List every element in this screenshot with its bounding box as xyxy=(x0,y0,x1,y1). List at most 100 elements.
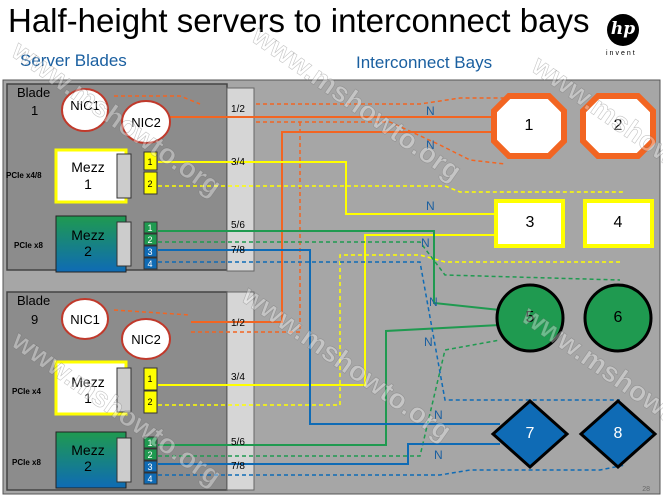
n-label: N xyxy=(424,335,433,349)
bay-2-label: 2 xyxy=(614,117,623,134)
blade-9-mezz1-port1-label: 1 xyxy=(147,374,152,384)
line-b9-nic-bay1 xyxy=(191,131,500,323)
bay-4 xyxy=(583,199,654,248)
line-b9-mezz2-bay7 xyxy=(158,443,500,465)
bay-6 xyxy=(583,283,653,353)
bay-8-label: 8 xyxy=(614,425,623,442)
blade-1-number: 1 xyxy=(31,103,38,118)
line-b9-mezz1-bay4-dash xyxy=(158,254,620,406)
hp-logo: hp invent xyxy=(604,14,652,60)
blade-9-mezz2-connector xyxy=(116,437,132,483)
blade-1-mezz2-connector xyxy=(116,221,132,267)
blade-1-mezz1-port1-label: 1 xyxy=(147,157,152,167)
bay-5-label: 5 xyxy=(526,309,535,326)
blade-9-mezz2-port4 xyxy=(143,472,158,485)
blade-9-mezz1-port2-label: 2 xyxy=(147,397,152,407)
blade-9-mezz1 xyxy=(54,360,128,416)
bay-4-label: 4 xyxy=(614,214,623,231)
bay-7-label: 7 xyxy=(526,425,535,442)
midplane-label: 5/6 xyxy=(231,437,245,448)
blade-9-number: 9 xyxy=(31,312,38,327)
blade-1-pcie-mezz2: PCIe x8 xyxy=(14,241,43,250)
blade-9-mezz2-port3-label: 3 xyxy=(147,462,152,472)
blade-9-mezz1-connector xyxy=(116,367,132,413)
blade-1-mezz2-port4 xyxy=(143,257,158,270)
blade-1-mezz2-number: 2 xyxy=(84,243,92,259)
blade-1-mezz1-connector xyxy=(116,153,132,199)
line-b9-mezz2-bay8-dash xyxy=(158,464,626,476)
bay-7 xyxy=(490,398,570,470)
blade-1-nic2-label: NIC2 xyxy=(131,115,161,130)
line-b1-mezz2-bay5 xyxy=(158,230,501,311)
blade-9-mezz2 xyxy=(55,431,127,489)
n-label: N xyxy=(434,448,443,462)
line-b1-mezz1-bay4-dash xyxy=(158,185,625,193)
blade-9-mezz1-port1 xyxy=(143,367,158,391)
midplane-label: 3/4 xyxy=(231,372,245,383)
page-number: 28 xyxy=(642,486,650,493)
line-b1-mezz2-bay7 xyxy=(158,249,500,425)
blade-9-mezz2-port2-label: 2 xyxy=(147,450,152,460)
page-title: Half-height servers to interconnect bays xyxy=(8,2,590,39)
blade-9-nic1-label: NIC1 xyxy=(70,312,100,327)
line-b1-mezz2-bay8-dash xyxy=(158,261,620,401)
blade-1-mezz2-port3-label: 3 xyxy=(147,247,152,257)
blade-9-mezz2-label: Mezz xyxy=(71,442,104,458)
midplane-label: 1/2 xyxy=(231,318,245,329)
midplane-top xyxy=(226,87,255,272)
blade-9-nic2 xyxy=(121,318,171,360)
blade-1-nic1 xyxy=(61,88,109,132)
blade-1-mezz1 xyxy=(54,148,128,204)
n-label: N xyxy=(421,236,430,250)
blade-1-mezz2-label: Mezz xyxy=(71,227,104,243)
blade-9-mezz1-label: Mezz xyxy=(71,374,104,390)
line-b1-nic1-dash xyxy=(114,95,201,105)
midplane-label: 3/4 xyxy=(231,157,245,168)
midplane-label: 5/6 xyxy=(231,220,245,231)
line-b1-mezz2-bay6-dash xyxy=(158,241,621,281)
blade-9-mezz2-port4-label: 4 xyxy=(147,474,152,484)
bay-8 xyxy=(578,398,658,470)
n-label: N xyxy=(434,408,443,422)
n-label: N xyxy=(426,138,435,152)
blade-9-mezz2-port3 xyxy=(143,460,158,473)
blade-1-pcie-mezz1: PCIe x4/8 xyxy=(6,171,42,180)
bay-3 xyxy=(494,199,565,248)
blade-9-mezz2-port1 xyxy=(143,436,158,449)
bay-1-label: 1 xyxy=(525,117,534,134)
blade-1-mezz1-port2-label: 2 xyxy=(147,179,152,189)
blade-1-nic1-label: NIC1 xyxy=(70,98,100,113)
bay-5 xyxy=(495,283,565,353)
server-blades-heading: Server Blades xyxy=(20,51,127,70)
blade-1-mezz2-port2 xyxy=(143,233,158,246)
blade-1-mezz2-port2-label: 2 xyxy=(147,235,152,245)
blade-9-label: Blade xyxy=(17,293,50,308)
n-label: N xyxy=(426,199,435,213)
blade-9-pcie-mezz1: PCIe x4 xyxy=(12,387,41,396)
bay-6-label: 6 xyxy=(614,309,623,326)
line-b9-mezz2-bay6-dash xyxy=(158,339,501,457)
line-b9-nic-bay2-dash xyxy=(191,120,301,333)
midplane-label: 7/8 xyxy=(231,461,245,472)
midplane-label: 1/2 xyxy=(231,104,245,115)
blade-1-mezz1-label: Mezz xyxy=(71,159,104,175)
n-label: N xyxy=(426,104,435,118)
blade-1-mezz1-port2 xyxy=(143,171,158,195)
midplane-bottom xyxy=(226,291,255,491)
midplane-label: 7/8 xyxy=(231,245,245,256)
blade-9-nic1 xyxy=(61,298,109,340)
hp-logo-tagline: invent xyxy=(606,50,637,57)
blade-1-mezz1-number: 1 xyxy=(84,176,92,192)
blade-1-nic2 xyxy=(121,100,171,144)
blade-1-mezz1-port1 xyxy=(143,151,158,171)
blade-9-mezz2-number: 2 xyxy=(84,458,92,474)
blade-9-mezz2-port1-label: 1 xyxy=(147,438,152,448)
line-b1-mezz1-bay3 xyxy=(158,161,496,215)
blade-9-mezz1-number: 1 xyxy=(84,390,92,406)
line-b1-nic-dash-top xyxy=(256,97,505,105)
bay-3-label: 3 xyxy=(526,214,535,231)
blade-1-mezz2-port1-label: 1 xyxy=(147,223,152,233)
hp-logo-mark: hp xyxy=(607,14,639,46)
blade-1-mezz2 xyxy=(55,215,127,273)
